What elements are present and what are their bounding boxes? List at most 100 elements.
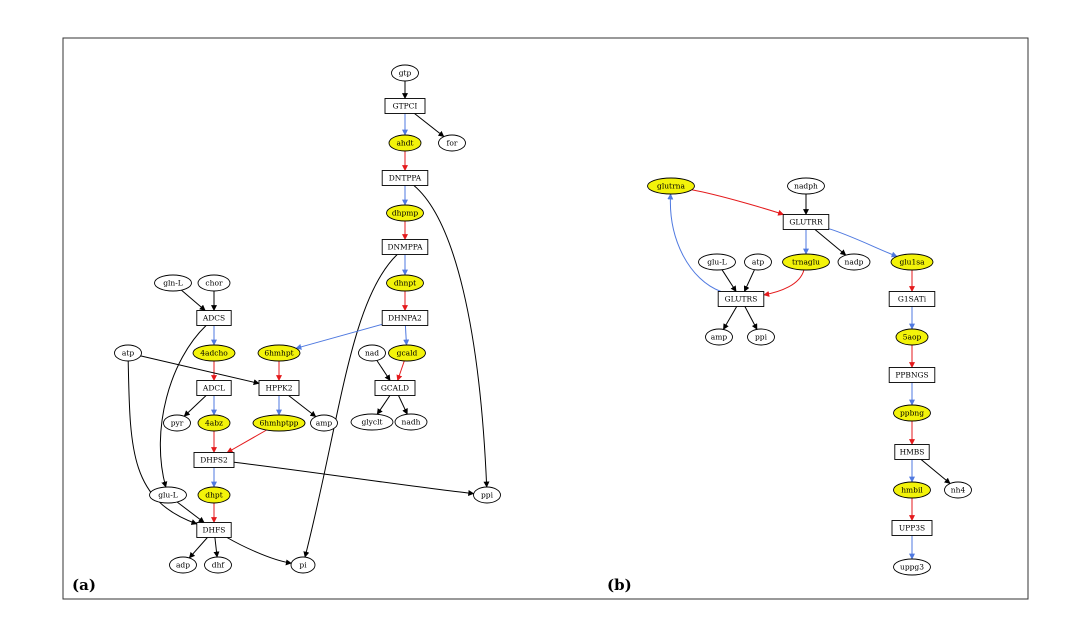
metabolite-node-5aop: 5aop [895, 328, 929, 346]
metabolite-node-dhpmp: dhpmp [386, 204, 424, 222]
highlighted-metabolite-ellipse [197, 486, 231, 504]
highlighted-metabolite-ellipse [257, 344, 301, 362]
node-label: DHNPA2 [388, 314, 422, 323]
metabolite-ellipse [204, 556, 232, 574]
metabolite-ellipse [358, 344, 386, 362]
edge-glnL-to-ADCS [181, 289, 206, 311]
edge-GLUTRS-to-ppi_b [744, 306, 758, 330]
node-label: adp [176, 561, 190, 570]
metabolite-ellipse [163, 414, 191, 432]
edge-gcald-to-GCALD [396, 360, 405, 382]
metabolite-node-pi: pi [290, 556, 316, 574]
metabolite-node-trnaglu: trnaglu [782, 253, 830, 271]
highlighted-metabolite-ellipse [386, 204, 424, 222]
node-label: 6hmhptpp [260, 419, 299, 428]
edge-atp_b-to-GLUTRS [743, 269, 755, 293]
edge-GCALD-to-glyclt [376, 395, 391, 415]
node-label: amp [711, 333, 728, 342]
edge-glutrna-to-GLUTRR [691, 189, 785, 216]
metabolite-node-dhf: dhf [204, 556, 232, 574]
node-label: trnaglu [792, 258, 820, 267]
reaction-box [381, 170, 429, 186]
node-label: pyr [171, 419, 184, 428]
reaction-box [193, 452, 235, 468]
metabolite-ellipse [154, 274, 192, 292]
edge-DNTPPA-to-ppi_a [413, 185, 490, 488]
metabolite-node-gluL-a: glu-L [149, 486, 187, 504]
node-label: 4abz [205, 419, 223, 428]
metabolite-node-gtp: gtp [391, 64, 419, 82]
node-label: GLUTRS [725, 295, 758, 304]
node-label: DHPS2 [200, 456, 228, 465]
figure-frame [62, 37, 1029, 600]
node-label: ppbng [900, 409, 924, 418]
edge-trnaglu-to-GLUTRS [763, 269, 805, 297]
node-label: nadph [794, 182, 818, 191]
edge-gluL_a-to-DHFS [176, 501, 205, 523]
node-label: hmbil [901, 486, 923, 495]
node-label: dhpt [205, 491, 222, 500]
metabolite-ellipse [197, 274, 231, 292]
highlighted-metabolite-ellipse [893, 481, 931, 499]
reaction-box [381, 239, 429, 255]
reaction-box [196, 310, 232, 326]
edge-DHFS-to-pi [226, 537, 292, 566]
node-label: G1SATi [898, 295, 927, 304]
edge-gluL_b-to-GLUTRS [721, 269, 737, 293]
edge-nad-to-GCALD [376, 360, 391, 382]
reaction-node-DNTPPA: DNTPPA [381, 170, 429, 186]
node-label: glu-L [707, 258, 727, 267]
reaction-box [374, 380, 416, 396]
edge-DHNPA2-to-6hmhpt [295, 323, 383, 350]
node-label: glutrna [657, 182, 685, 191]
reaction-node-GTPCI: GTPCI [384, 98, 426, 114]
edge-ADCS-to-gluL_a [159, 325, 207, 488]
reaction-box [381, 310, 429, 326]
metabolite-ellipse [473, 486, 501, 504]
edge-layer [127, 81, 951, 566]
edge-DHPS2-to-ppi_a [233, 461, 475, 497]
metabolite-ellipse [705, 328, 733, 346]
reaction-box [196, 522, 232, 538]
node-label: DNTPPA [389, 174, 422, 183]
metabolite-node-amp-a: amp [310, 414, 338, 432]
highlighted-metabolite-ellipse [893, 404, 931, 422]
reaction-node-GCALD: GCALD [374, 380, 416, 396]
node-label: glu-L [158, 491, 178, 500]
node-label: glyclt [361, 418, 382, 427]
highlighted-metabolite-ellipse [647, 177, 695, 195]
metabolite-node-adp: adp [169, 556, 197, 574]
metabolite-ellipse [893, 558, 931, 576]
reaction-box [888, 291, 936, 307]
metabolite-ellipse [747, 328, 775, 346]
node-label: nh4 [951, 486, 966, 495]
metabolite-node-4abz: 4abz [197, 414, 231, 432]
reaction-node-GLUTRR: GLUTRR [782, 214, 830, 230]
reaction-box [717, 291, 765, 307]
metabolite-node-amp-b: amp [705, 328, 733, 346]
edge-GTPCI-to-for [414, 113, 445, 137]
metabolite-node-hmbil: hmbil [893, 481, 931, 499]
metabolite-node-glnL: gln-L [154, 274, 192, 292]
edge-DHFS-to-dhf [213, 537, 220, 558]
reaction-box [891, 520, 933, 536]
node-label: PPBNGS [895, 371, 928, 380]
node-label: for [447, 139, 458, 148]
highlighted-metabolite-ellipse [388, 344, 426, 362]
metabolite-node-uppg3: uppg3 [893, 558, 931, 576]
metabolite-node-glutrna: glutrna [647, 177, 695, 195]
reaction-box [782, 214, 830, 230]
reaction-box [384, 98, 426, 114]
metabolite-node-nad: nad [358, 344, 386, 362]
highlighted-metabolite-ellipse [197, 414, 231, 432]
reaction-node-DHFS: DHFS [196, 522, 232, 538]
node-label: HPPK2 [265, 384, 292, 393]
node-label: nad [365, 349, 379, 358]
reaction-node-DNMPPA: DNMPPA [381, 239, 429, 255]
node-label: gln-L [163, 279, 183, 288]
metabolite-node-ppi-b: ppi [747, 328, 775, 346]
node-label: amp [316, 419, 333, 428]
highlighted-metabolite-ellipse [890, 253, 934, 271]
metabolite-node-for: for [438, 134, 466, 152]
node-label: ahdt [396, 139, 413, 148]
